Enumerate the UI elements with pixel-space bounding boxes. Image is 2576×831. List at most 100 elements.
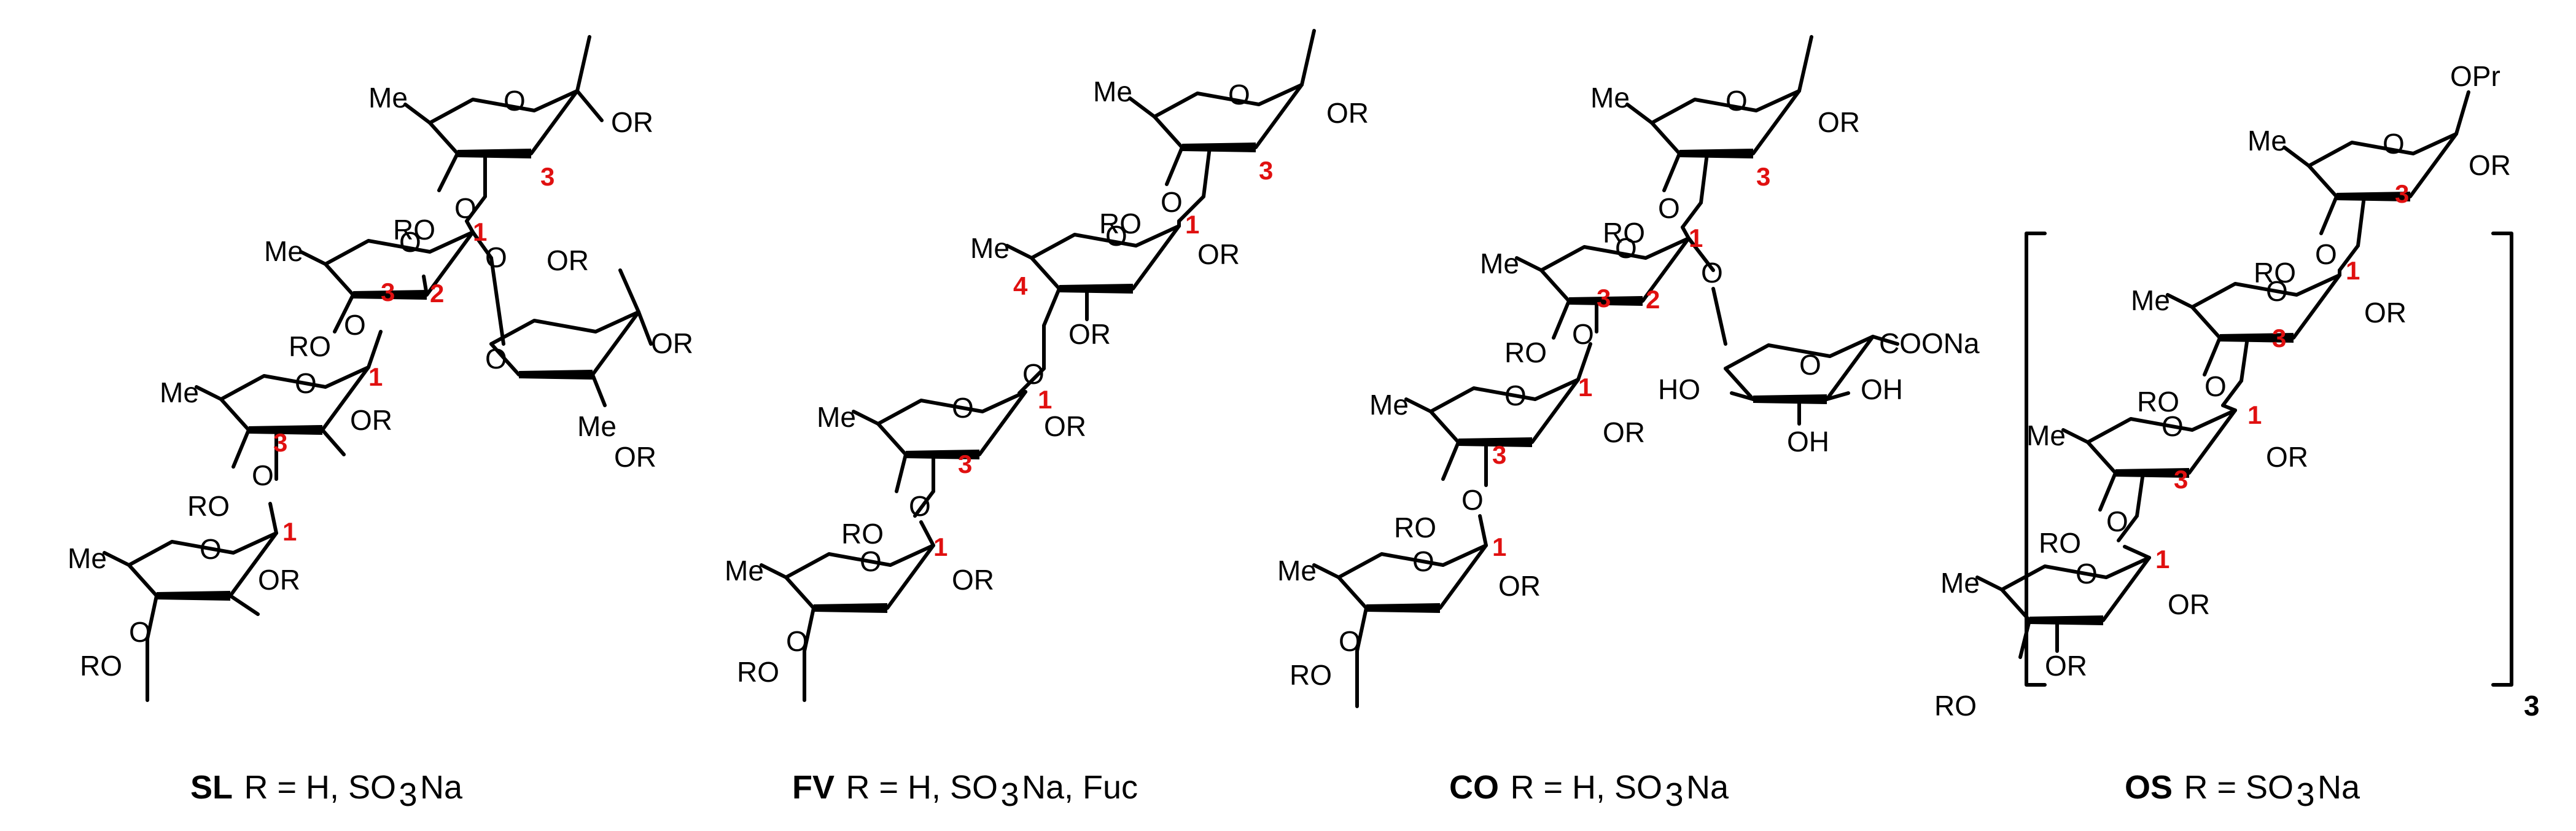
sl-or-6: OR [258, 564, 300, 596]
co-num-1-top: 1 [1689, 224, 1703, 252]
sl-ring-o-1: O [504, 85, 526, 117]
os-link-o-1: O [2315, 238, 2337, 270]
os-ro-2: RO [2137, 386, 2179, 418]
co-or-1: OR [1818, 106, 1860, 138]
os-ring-o-3: O [2162, 410, 2184, 442]
os-or-5: OR [2045, 650, 2087, 682]
os-or-1: OR [2469, 149, 2511, 181]
co-ho: HO [1658, 373, 1700, 405]
os-me-2: Me [2131, 284, 2170, 316]
os-ro-4: RO [1934, 690, 1977, 722]
fv-me-1: Me [1093, 76, 1132, 107]
os-me-1: Me [2247, 125, 2287, 157]
fv-ring-o-3: O [952, 392, 974, 424]
os-or-3: OR [2266, 441, 2308, 473]
caption-co: CO R = H, SO 3 Na [1449, 769, 1729, 813]
sl-me-2: Me [264, 235, 303, 267]
co-ring-o-1: O [1726, 85, 1748, 117]
os-ro-3: RO [2039, 527, 2081, 559]
structure-sl: Me O OR O 3 RO 1 Me O O 3 2 OR OR O Me O… [68, 35, 693, 702]
fv-ring-o-1: O [1228, 79, 1250, 111]
fv-ring-o-2: O [1105, 220, 1127, 252]
co-ring-o-5: O [1412, 545, 1434, 577]
caption-fv-code: FV [792, 769, 835, 806]
os-num-3-top: 3 [2395, 179, 2409, 208]
fv-or-3: OR [1068, 318, 1111, 350]
os-or-4: OR [2168, 588, 2210, 620]
caption-fv-tail: Na, Fuc [1022, 769, 1138, 806]
co-me-4: Me [1277, 555, 1317, 587]
sl-me-4: Me [160, 376, 199, 408]
sl-me-5: Me [68, 542, 107, 574]
co-num-3-mid: 3 [1597, 284, 1611, 313]
fv-ring-o-4: O [860, 545, 882, 577]
fv-num-1-top: 1 [1185, 210, 1199, 239]
os-link-o-2: O [2204, 370, 2227, 402]
sl-ring-o-4: O [295, 367, 317, 399]
fv-ro-1: RO [1099, 208, 1142, 240]
caption-co-tail: Na [1686, 769, 1729, 806]
os-link-o-3: O [2106, 505, 2128, 537]
co-oh-2: OH [1787, 426, 1829, 458]
os-num-3-mid: 3 [2272, 324, 2286, 353]
fv-num-4: 4 [1013, 271, 1028, 300]
sl-link-o-1: O [454, 192, 477, 224]
sl-ro-1: RO [393, 214, 435, 246]
co-or-3: OR [1498, 570, 1541, 602]
fv-num-1-low: 1 [933, 533, 948, 561]
os-or-2: OR [2364, 297, 2407, 329]
co-me-2: Me [1480, 248, 1519, 279]
structure-co: Me O OR O 3 RO 1 Me O O 3 2 O COONa HO O… [1277, 35, 1980, 708]
co-num-1-low: 1 [1492, 533, 1506, 561]
fv-or-1: OR [1326, 97, 1369, 129]
sl-num-3-top: 3 [540, 162, 555, 191]
fv-num-1-mid: 1 [1038, 385, 1052, 414]
sl-num-3-low: 3 [273, 428, 287, 457]
sl-num-1-top: 1 [473, 217, 487, 246]
fv-link-o-3: O [909, 490, 931, 522]
co-ro-4: RO [1290, 659, 1332, 691]
caption-os-code: OS [2125, 769, 2173, 806]
co-oh-1: OH [1861, 373, 1903, 405]
fv-num-3-mid: 3 [958, 450, 972, 478]
sl-ring-o-2: O [399, 226, 421, 258]
caption-sl: SL R = H, SO 3 Na [190, 769, 463, 813]
co-or-2: OR [1603, 416, 1645, 448]
os-repeat-count: 3 [2524, 690, 2540, 722]
os-me-4: Me [1940, 567, 1980, 599]
caption-os: OS R = SO 3 Na [2125, 769, 2360, 813]
co-num-3-top: 3 [1756, 162, 1770, 191]
co-ro-1: RO [1603, 217, 1645, 249]
co-ro-2: RO [1504, 337, 1547, 369]
sl-num-3-mid: 3 [381, 278, 395, 306]
sl-link-o-4: O [252, 459, 274, 491]
sl-ring-o-5: O [200, 533, 222, 565]
sl-or-4: OR [614, 441, 656, 473]
sl-ro-2: RO [289, 330, 331, 362]
caption-fv: FV R = H, SO 3 Na, Fuc [792, 769, 1138, 813]
co-num-2: 2 [1646, 285, 1660, 314]
sl-or-5: OR [350, 404, 392, 436]
fv-or-5: OR [952, 564, 994, 596]
fv-ro-2: RO [841, 518, 884, 550]
co-ring-o-2: O [1615, 232, 1637, 264]
co-num-3-low: 3 [1492, 440, 1506, 469]
caption-sl-sub: 3 [399, 776, 417, 813]
caption-fv-r: R = H, SO [846, 769, 998, 806]
caption-os-r: R = SO [2184, 769, 2294, 806]
sl-ring-o-3: O [485, 343, 507, 375]
sl-ro-3: RO [187, 490, 230, 522]
os-num-3-low: 3 [2174, 465, 2188, 494]
sl-or-2: OR [547, 244, 589, 276]
fv-me-2: Me [970, 232, 1010, 264]
co-link-o-5: O [1339, 625, 1361, 657]
fv-or-2: OR [1197, 238, 1240, 270]
caption-co-r: R = H, SO [1510, 769, 1662, 806]
os-num-1-mid: 1 [2247, 400, 2262, 429]
caption-sl-r: R = H, SO [244, 769, 396, 806]
co-coona: COONa [1879, 327, 1980, 359]
co-ring-o-3: O [1799, 349, 1821, 381]
sl-ro-4: RO [80, 650, 122, 682]
fv-link-o-1: O [1161, 186, 1183, 218]
